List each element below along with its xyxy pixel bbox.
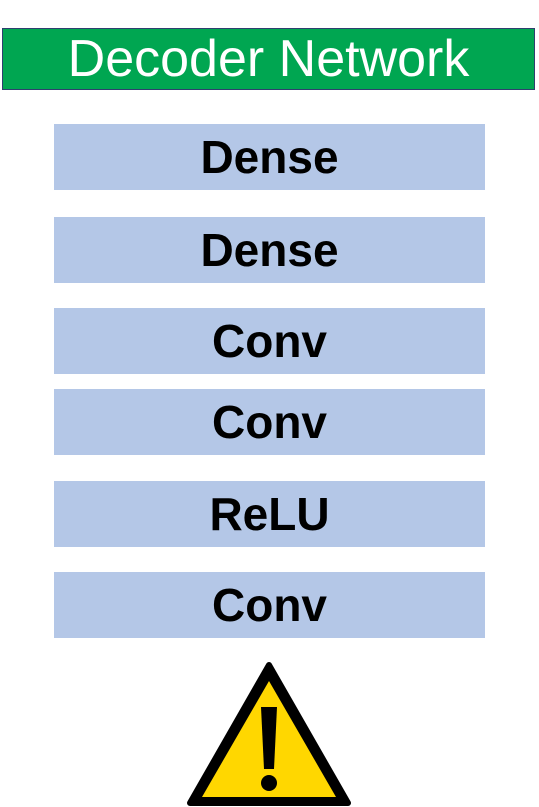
diagram-title: Decoder Network — [67, 30, 470, 88]
layer-label: Dense — [200, 131, 339, 183]
layer-block-relu: ReLU — [54, 481, 485, 547]
layer-block-conv-1: Conv — [54, 308, 485, 374]
layer-block-conv-2: Conv — [54, 389, 485, 455]
layer-label: Conv — [212, 315, 327, 367]
layer-label: ReLU — [209, 488, 330, 540]
layer-label: Conv — [212, 396, 327, 448]
layer-block-conv-3: Conv — [54, 572, 485, 638]
layer-block-dense-1: Dense — [54, 124, 485, 190]
warning-triangle-icon — [187, 662, 351, 806]
decoder-network-header: Decoder Network — [2, 28, 535, 90]
layer-label: Dense — [200, 224, 339, 276]
layer-label: Conv — [212, 579, 327, 631]
layer-block-dense-2: Dense — [54, 217, 485, 283]
